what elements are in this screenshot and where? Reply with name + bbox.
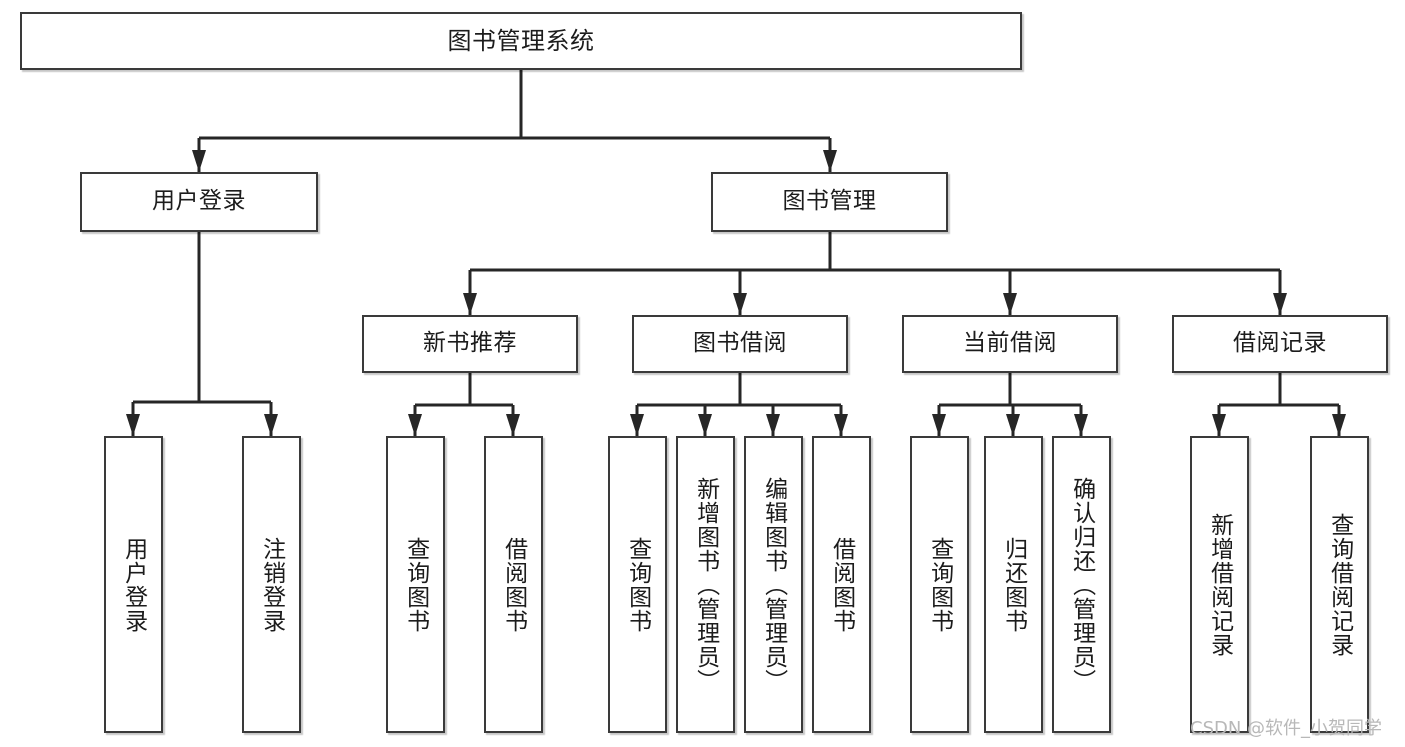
node-leaf-query-book-2: 查询图书 [608, 436, 667, 733]
node-label-leaf-query-book-2: 查询图书 [624, 536, 651, 633]
arrowhead-bus-current-borrow [932, 414, 946, 436]
node-leaf-logout: 注销登录 [242, 436, 301, 733]
arrowhead-bus-user-login [126, 414, 140, 436]
node-leaf-return-book: 归还图书 [984, 436, 1043, 733]
arrowhead-bus-book-manage [1003, 293, 1017, 315]
node-leaf-edit-book: 编辑图书（管理员） [744, 436, 803, 733]
node-label-leaf-add-record: 新增借阅记录 [1206, 512, 1233, 657]
arrowhead-bus-book-manage [463, 293, 477, 315]
node-label-leaf-user-login: 用户登录 [120, 536, 147, 633]
node-label-leaf-borrow-book-1: 借阅图书 [500, 536, 527, 633]
arrowhead-bus-book-borrow [834, 414, 848, 436]
node-label-user-login: 用户登录 [152, 188, 246, 215]
node-leaf-add-record: 新增借阅记录 [1190, 436, 1249, 733]
node-leaf-query-book-3: 查询图书 [910, 436, 969, 733]
node-label-current-borrow: 当前借阅 [963, 330, 1057, 357]
node-leaf-user-login: 用户登录 [104, 436, 163, 733]
node-label-leaf-borrow-book-2: 借阅图书 [828, 536, 855, 633]
node-leaf-confirm-return: 确认归还（管理员） [1052, 436, 1111, 733]
node-book-manage: 图书管理 [711, 172, 948, 232]
arrowhead-bus-borrow-record [1332, 414, 1346, 436]
arrowhead-bus-new-book-rec [408, 414, 422, 436]
node-leaf-borrow-book-1: 借阅图书 [484, 436, 543, 733]
node-book-borrow: 图书借阅 [632, 315, 848, 373]
node-label-book-manage: 图书管理 [782, 188, 877, 215]
arrowhead-bus-current-borrow [1074, 414, 1088, 436]
node-leaf-query-record: 查询借阅记录 [1310, 436, 1369, 733]
arrowhead-bus-current-borrow [1006, 414, 1020, 436]
arrowhead-bus-user-login [264, 414, 278, 436]
arrowhead-bus-root [823, 150, 837, 172]
arrowhead-bus-borrow-record [1212, 414, 1226, 436]
node-leaf-add-book: 新增图书（管理员） [676, 436, 735, 733]
arrowhead-bus-book-borrow [630, 414, 644, 436]
arrowhead-bus-root [192, 150, 206, 172]
node-label-leaf-query-book-1: 查询图书 [402, 536, 429, 633]
node-leaf-query-book-1: 查询图书 [386, 436, 445, 733]
node-leaf-borrow-book-2: 借阅图书 [812, 436, 871, 733]
node-label-leaf-logout: 注销登录 [258, 536, 285, 633]
node-user-login: 用户登录 [80, 172, 318, 232]
arrowhead-bus-book-borrow [698, 414, 712, 436]
arrowhead-bus-book-manage [1273, 293, 1287, 315]
node-label-leaf-query-book-3: 查询图书 [926, 536, 953, 633]
node-borrow-record: 借阅记录 [1172, 315, 1388, 373]
node-label-borrow-record: 借阅记录 [1233, 330, 1327, 357]
node-root: 图书管理系统 [20, 12, 1022, 70]
node-label-leaf-confirm-return: 确认归还（管理员） [1068, 476, 1095, 693]
node-label-leaf-edit-book: 编辑图书（管理员） [760, 476, 787, 693]
node-new-book-rec: 新书推荐 [362, 315, 578, 373]
node-label-leaf-return-book: 归还图书 [1000, 536, 1027, 633]
node-label-leaf-add-book: 新增图书（管理员） [692, 476, 719, 693]
node-current-borrow: 当前借阅 [902, 315, 1118, 373]
node-label-root: 图书管理系统 [447, 26, 595, 55]
node-label-new-book-rec: 新书推荐 [423, 330, 517, 357]
watermark: CSDN @软件_小贺同学 [1190, 718, 1383, 739]
node-label-leaf-query-record: 查询借阅记录 [1326, 512, 1353, 657]
arrowhead-bus-book-borrow [766, 414, 780, 436]
node-label-book-borrow: 图书借阅 [693, 330, 787, 357]
arrowhead-bus-book-manage [733, 293, 747, 315]
arrowhead-bus-new-book-rec [506, 414, 520, 436]
